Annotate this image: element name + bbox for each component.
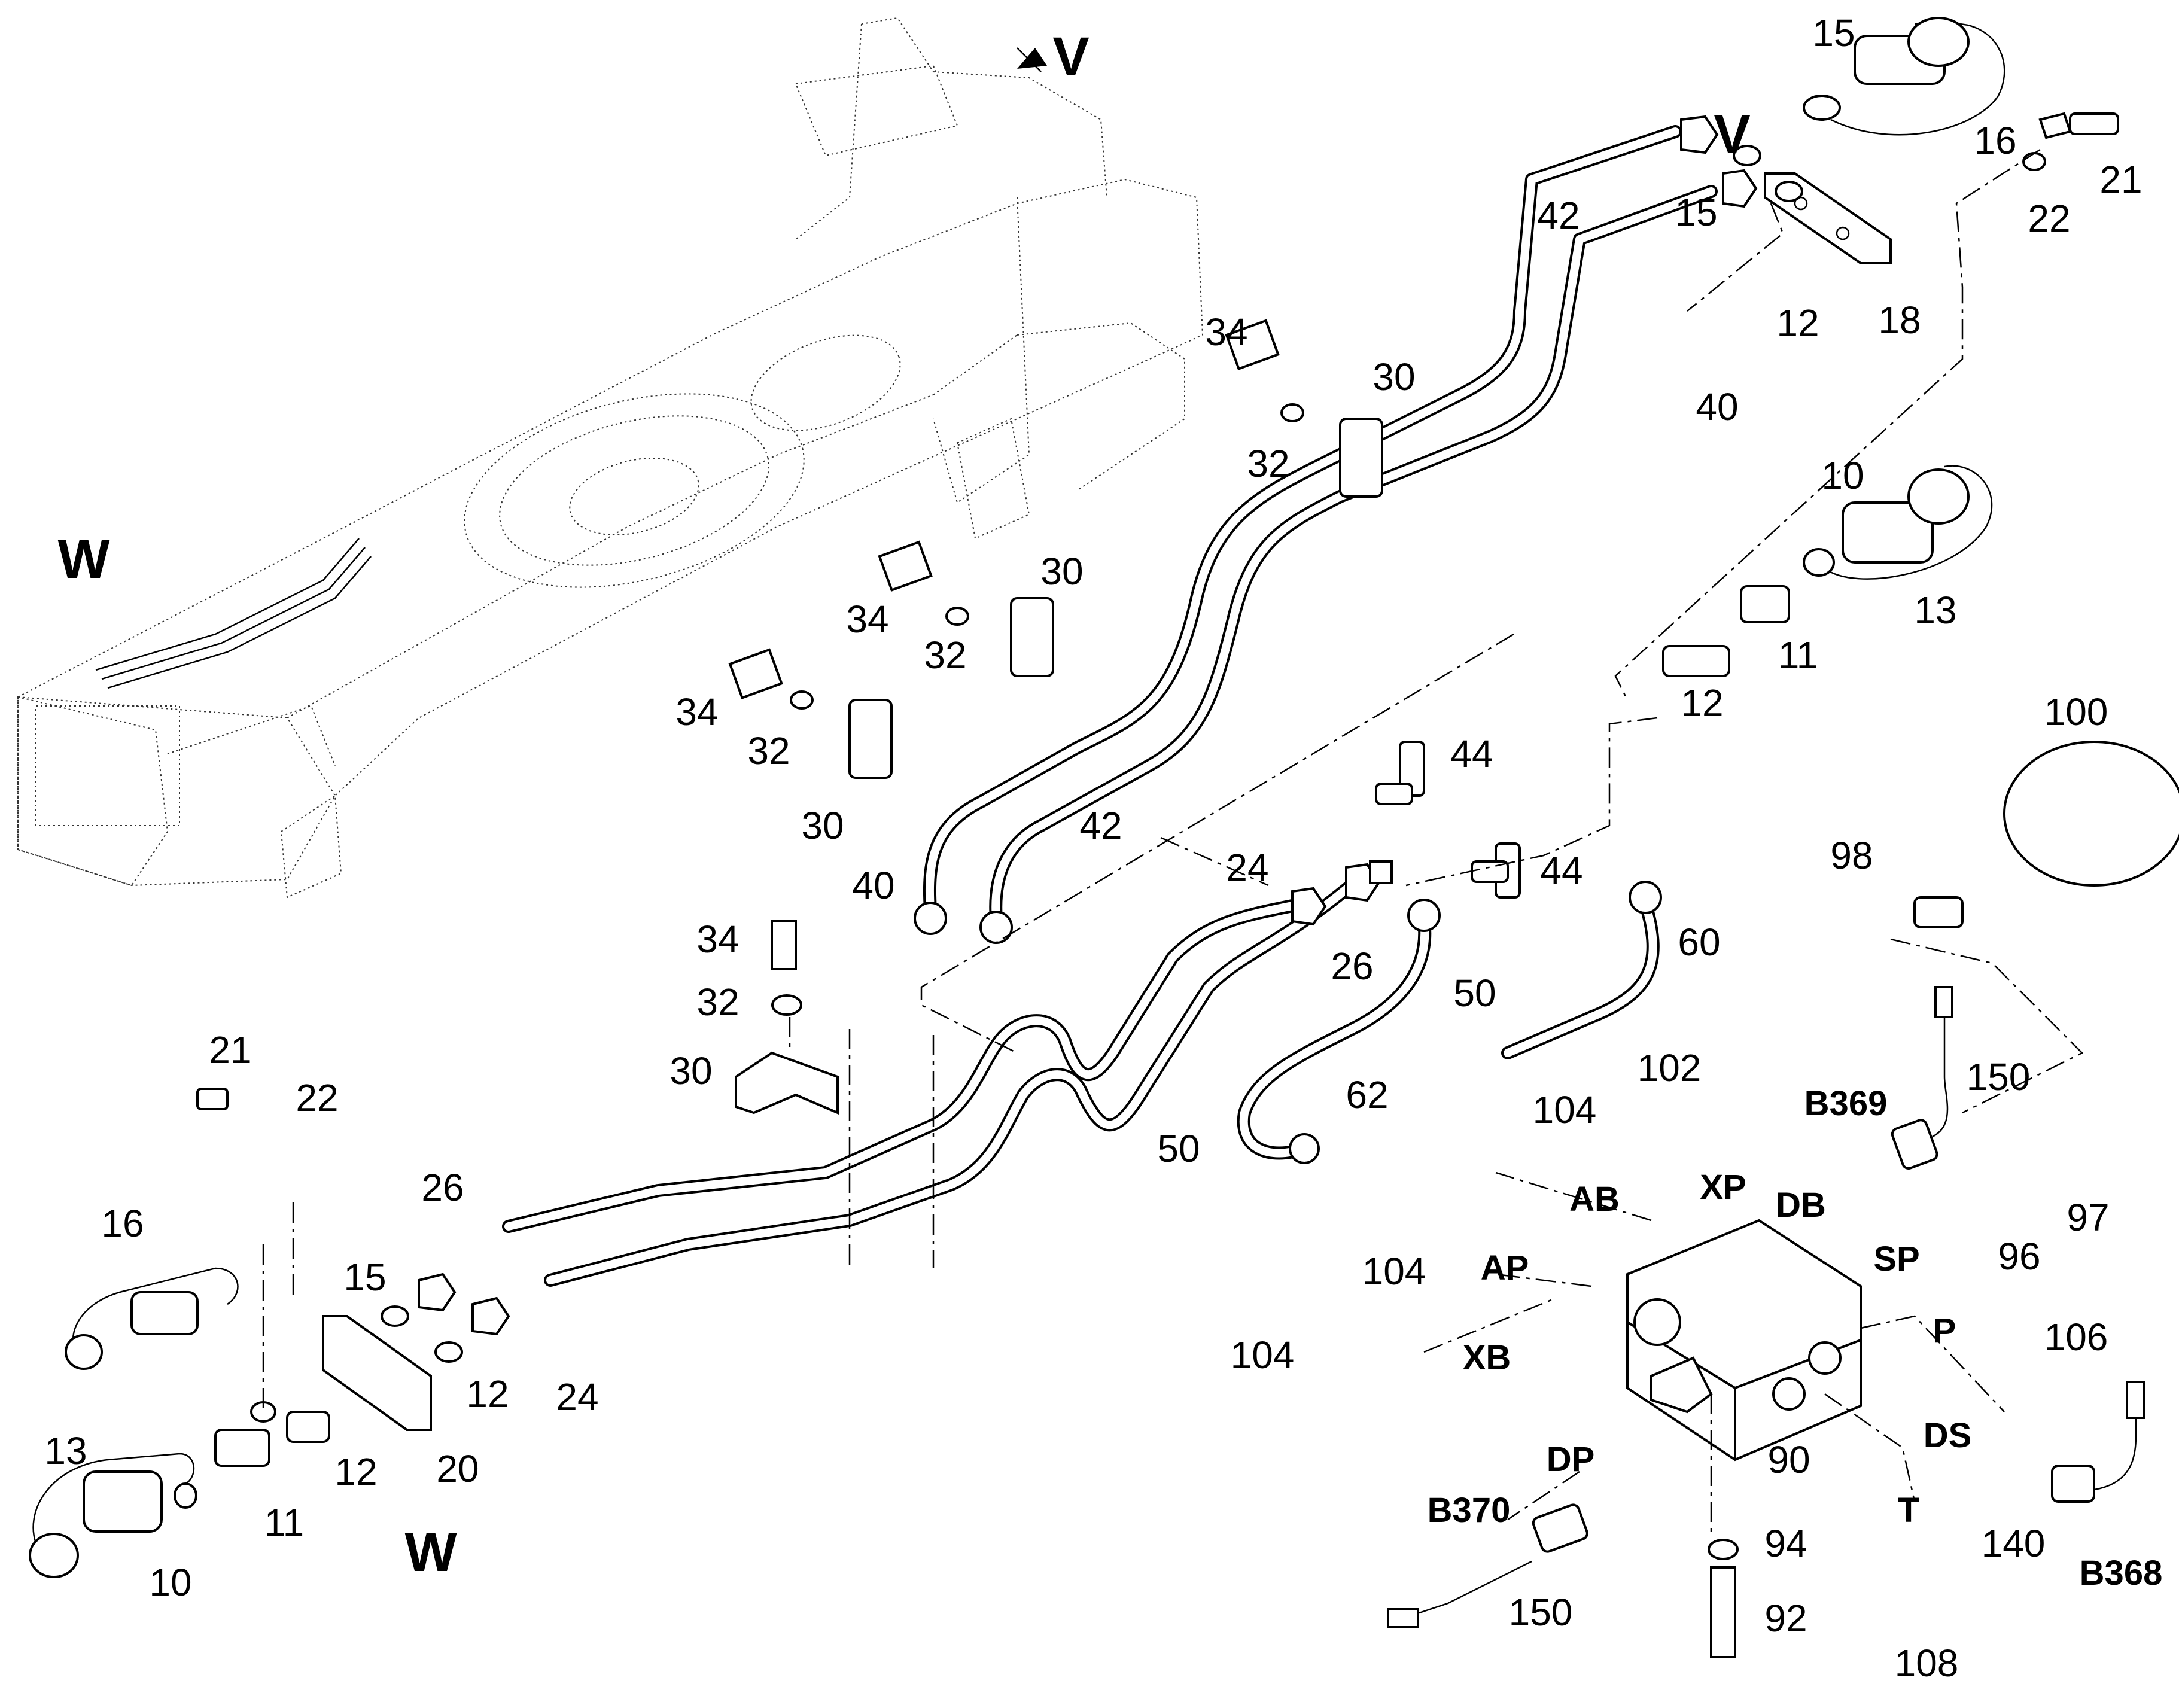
part-number: 106 (2044, 1316, 2108, 1359)
pipes (502, 125, 1718, 1287)
port-label: DP (1546, 1440, 1595, 1479)
part-number: 140 (1981, 1522, 2046, 1565)
part-number: 26 (1331, 945, 1374, 988)
part-number: 30 (1040, 550, 1084, 593)
part-number: 34 (696, 918, 739, 961)
part-number: 10 (1821, 454, 1864, 497)
part-number: 13 (44, 1429, 87, 1472)
view-label: W (404, 1522, 457, 1583)
port-label: XP (1700, 1168, 1746, 1207)
part-number: 104 (1532, 1088, 1597, 1131)
view-label: V (1714, 104, 1751, 165)
part-number: 40 (852, 864, 895, 907)
part-number: 50 (1453, 972, 1496, 1015)
v-assembly (1733, 17, 2119, 264)
part-number: 102 (1637, 1046, 1702, 1089)
part-number: 12 (1776, 302, 1819, 345)
part-number: 40 (1696, 385, 1739, 428)
part-number: 60 (1678, 921, 1721, 964)
valve-block (1626, 1219, 1862, 1462)
part-number: 150 (1966, 1055, 2031, 1098)
part-number: 94 (1764, 1522, 1807, 1565)
part-number: 21 (2099, 158, 2143, 201)
sensor-label: B369 (1804, 1084, 1888, 1123)
part-number: 11 (1778, 634, 1818, 677)
part-number: 90 (1767, 1438, 1810, 1481)
part-number: 104 (1230, 1333, 1295, 1377)
part-number: 30 (801, 804, 844, 847)
sensors (1387, 741, 2179, 1658)
part-number: 24 (556, 1375, 599, 1418)
part-number: 42 (1537, 194, 1580, 237)
part-number: 24 (1226, 846, 1269, 889)
part-number: 21 (209, 1028, 252, 1071)
tees (1375, 741, 1521, 899)
part-number: 12 (334, 1450, 378, 1493)
part-number: 18 (1878, 299, 1921, 342)
part-number: 150 (1508, 1591, 1573, 1634)
part-number: 34 (675, 690, 719, 733)
part-number: 92 (1764, 1597, 1807, 1640)
leader-lines (262, 47, 2084, 1532)
sensor-label: B370 (1427, 1491, 1511, 1530)
part-number: 12 (466, 1372, 509, 1415)
part-number: 104 (1362, 1250, 1426, 1293)
part-number: 20 (436, 1447, 479, 1490)
part-number: 22 (2028, 197, 2071, 240)
part-number: 26 (421, 1166, 464, 1209)
view-label: V (1052, 26, 1090, 87)
part-number: 32 (696, 981, 739, 1024)
part-number: 50 (1157, 1127, 1200, 1170)
port-label: XB (1462, 1338, 1511, 1377)
part-number: 62 (1346, 1073, 1389, 1116)
clamps (728, 319, 1383, 1115)
part-number: 13 (1914, 589, 1957, 632)
w-assembly (29, 1088, 463, 1578)
part-number: 97 (2067, 1196, 2110, 1239)
fittings (418, 115, 1758, 1336)
part-number: 44 (1450, 732, 1493, 775)
part-number: 32 (924, 634, 967, 677)
coupling-right (1662, 465, 1993, 677)
part-number: 12 (1681, 681, 1724, 724)
port-label: P (1933, 1311, 1956, 1350)
port-label: SP (1873, 1240, 1920, 1278)
port-label: T (1898, 1491, 1919, 1530)
part-number: 30 (1372, 355, 1416, 398)
part-number: 42 (1079, 804, 1122, 847)
part-number: 100 (2044, 690, 2108, 733)
part-number: 96 (1998, 1235, 2041, 1278)
part-number: 98 (1830, 834, 1873, 877)
part-number: 11 (264, 1501, 305, 1544)
part-number: 10 (149, 1561, 192, 1604)
port-label: DS (1923, 1416, 1972, 1455)
port-label: AB (1569, 1180, 1620, 1219)
part-number: 32 (747, 729, 790, 772)
part-number: 44 (1540, 849, 1583, 892)
sensor-label: B368 (2079, 1554, 2163, 1593)
part-number: 34 (1205, 310, 1248, 354)
part-number: 16 (101, 1202, 144, 1245)
part-number: 15 (1675, 191, 1718, 234)
port-label: DB (1776, 1186, 1826, 1225)
part-number: 15 (1812, 11, 1855, 54)
part-number: 16 (1974, 119, 2017, 162)
part-number: 32 (1247, 442, 1290, 485)
part-number: 34 (846, 598, 889, 641)
part-number: 30 (669, 1049, 713, 1092)
view-label: W (57, 529, 110, 590)
part-number: 22 (296, 1076, 339, 1119)
part-number: 15 (343, 1256, 387, 1299)
machine-frame (17, 17, 1204, 899)
port-label: AP (1480, 1249, 1529, 1287)
part-number: 108 (1894, 1642, 1959, 1685)
